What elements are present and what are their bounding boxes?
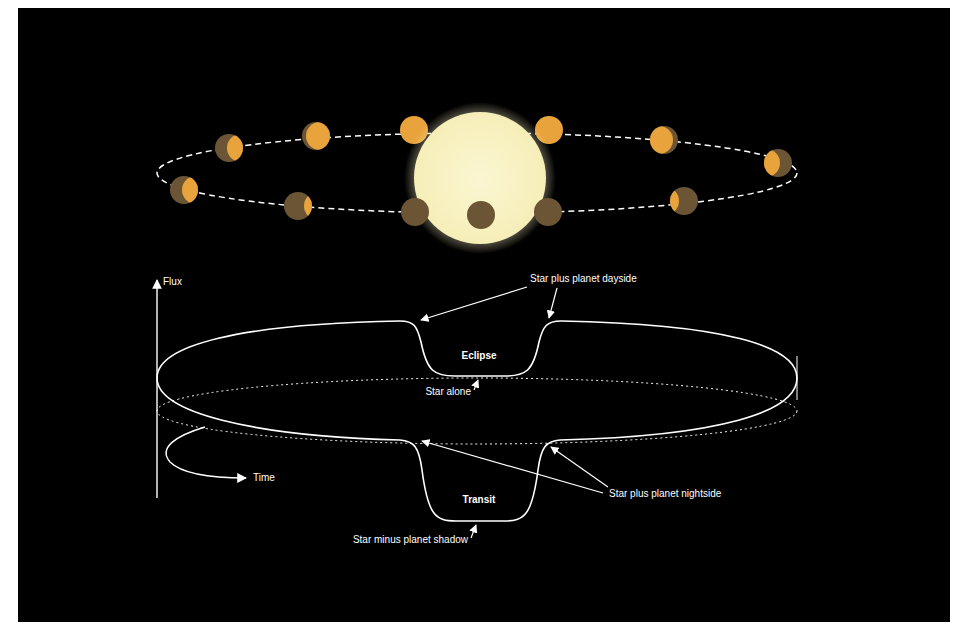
- planets-front: [401, 198, 562, 229]
- light-curve-part: [797, 356, 798, 400]
- axis-label: Time: [252, 472, 276, 484]
- leader-lines: [421, 287, 608, 538]
- light-curve-part: [157, 378, 797, 444]
- planets-side-part: [306, 122, 334, 150]
- leader-lines-part: [422, 441, 603, 493]
- callout-label: Star plus planet dayside: [529, 273, 638, 285]
- leader-lines-part: [471, 525, 476, 538]
- leader-lines-part: [549, 288, 557, 318]
- planets-side-part: [304, 192, 332, 220]
- star-part: [414, 112, 546, 244]
- star: [404, 102, 556, 254]
- planets-side-part: [182, 176, 210, 204]
- light-curve-part: [157, 321, 797, 378]
- star-part: [404, 102, 556, 254]
- planets-side-part: [752, 149, 780, 177]
- planets-side-part: [645, 126, 673, 154]
- axes-part: [156, 280, 157, 498]
- light-curve-part: [157, 378, 797, 521]
- planets-side-part: [651, 187, 679, 215]
- curve-label: Transit: [462, 494, 497, 506]
- axes: [157, 280, 246, 498]
- planets-front-part: [467, 201, 495, 229]
- callout-label: Star alone: [424, 386, 472, 398]
- planets-side-part: [227, 134, 255, 162]
- planets-front-part: [534, 198, 562, 226]
- axes-part: [166, 427, 246, 478]
- callout-label: Star plus planet nightside: [608, 488, 722, 500]
- callout-label: Star minus planet shadow: [352, 534, 469, 546]
- leader-lines-part: [474, 380, 478, 390]
- planets-front-part: [401, 198, 429, 226]
- leader-lines-part: [421, 287, 527, 320]
- curve-label: Eclipse: [460, 350, 497, 362]
- background-panel: [18, 8, 950, 622]
- axis-label: Flux: [162, 276, 183, 288]
- leader-lines-part: [551, 447, 608, 487]
- light-curve: [157, 321, 797, 521]
